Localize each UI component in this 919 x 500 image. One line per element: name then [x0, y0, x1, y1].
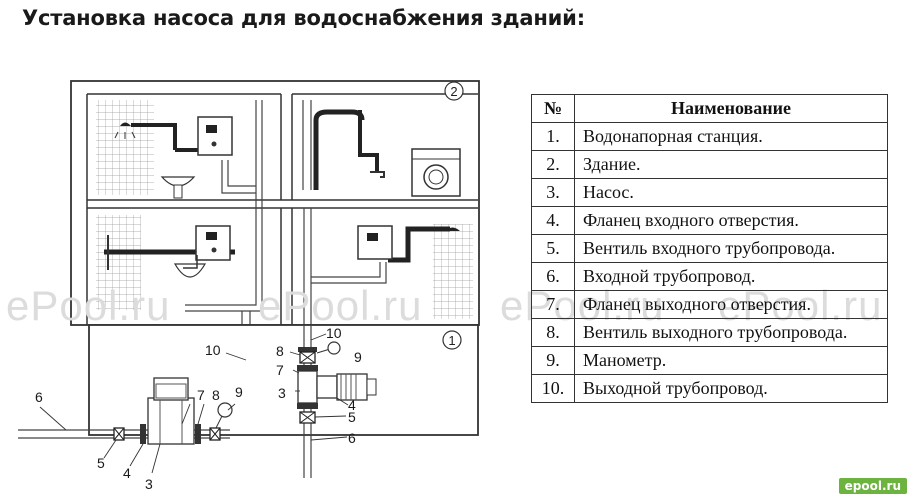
legend-header-row: № Наименование: [531, 94, 888, 123]
legend-header-name: Наименование: [574, 94, 888, 123]
table-row: 10.Выходной трубопровод.: [531, 374, 888, 403]
legend-name: Фланец входного отверстия.: [574, 206, 888, 235]
table-row: 2.Здание.: [531, 150, 888, 179]
legend-num: 5.: [531, 234, 575, 263]
table-row: 4.Фланец входного отверстия.: [531, 206, 888, 235]
legend-num: 2.: [531, 150, 575, 179]
label-left-flange-out: 7: [197, 387, 205, 403]
table-row: 1.Водонапорная станция.: [531, 122, 888, 151]
label-center-pipe-out: 10: [326, 325, 342, 341]
legend-num: 10.: [531, 374, 575, 403]
label-left-valve-in: 5: [97, 455, 105, 471]
legend-name: Входной трубопровод.: [574, 262, 888, 291]
legend-name: Водонапорная станция.: [574, 122, 888, 151]
legend-num: 4.: [531, 206, 575, 235]
legend-name: Здание.: [574, 150, 888, 179]
label-center-valve-in: 5: [348, 409, 356, 425]
site-logo[interactable]: epool.ru: [838, 478, 907, 494]
legend-name: Фланец выходного отверстия.: [574, 290, 888, 319]
watermark: ePool.ru: [6, 282, 171, 329]
left-pump-assembly: [18, 377, 233, 445]
legend-header-num: №: [531, 94, 575, 123]
legend-num: 8.: [531, 318, 575, 347]
room-bathroom: [96, 100, 233, 199]
building-marker: 2: [450, 84, 457, 99]
label-center-valve-out: 8: [276, 343, 284, 359]
table-row: 6.Входной трубопровод.: [531, 262, 888, 291]
legend-num: 6.: [531, 262, 575, 291]
legend-name: Манометр.: [574, 346, 888, 375]
room-kitchen: [313, 109, 461, 197]
label-left-pipe-out: 10: [205, 342, 221, 358]
legend-num: 1.: [531, 122, 575, 151]
legend-table: № Наименование 1.Водонапорная станция. 2…: [531, 94, 888, 403]
room-washroom: [96, 215, 235, 310]
building-marker-circle: [444, 81, 464, 101]
station-marker-circle: [442, 330, 462, 350]
room-shower: [357, 224, 473, 319]
leader-lines: [39, 333, 349, 474]
label-left-manometer: 9: [235, 384, 243, 400]
legend-num: 9.: [531, 346, 575, 375]
label-center-pump: 3: [278, 385, 286, 401]
legend-num: 3.: [531, 178, 575, 207]
label-center-pipe-in: 6: [348, 430, 356, 446]
legend-name: Вентиль выходного трубопровода.: [574, 318, 888, 347]
label-left-valve-out: 8: [212, 387, 220, 403]
station-marker: 1: [448, 333, 455, 348]
table-row: 9.Манометр.: [531, 346, 888, 375]
legend-name: Выходной трубопровод.: [574, 374, 888, 403]
page-title: Установка насоса для водоснабжения здани…: [22, 6, 585, 30]
table-row: 5.Вентиль входного трубопровода.: [531, 234, 888, 263]
legend-name: Вентиль входного трубопровода.: [574, 234, 888, 263]
label-center-manometer: 9: [354, 349, 362, 365]
label-center-flange-out: 7: [276, 362, 284, 378]
label-center-flange-in: 4: [348, 397, 356, 413]
legend-num: 7.: [531, 290, 575, 319]
label-left-flange-in: 4: [123, 465, 131, 481]
label-left-pipe-in: 6: [35, 389, 43, 405]
legend-name: Насос.: [574, 178, 888, 207]
center-pump-assembly: [297, 325, 377, 478]
table-row: 8.Вентиль выходного трубопровода.: [531, 318, 888, 347]
label-left-pump: 3: [145, 476, 153, 492]
watermark: ePool.ru: [258, 282, 423, 329]
table-row: 7.Фланец выходного отверстия.: [531, 290, 888, 319]
table-row: 3.Насос.: [531, 178, 888, 207]
